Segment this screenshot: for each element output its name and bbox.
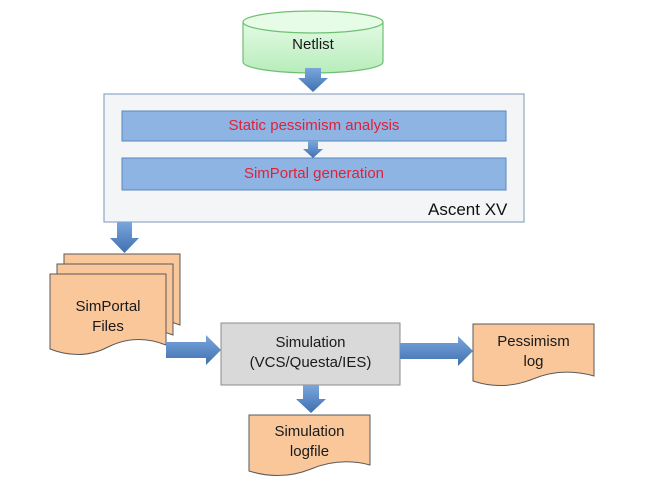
simulation-label: Simulation (VCS/Questa/IES) [221,333,400,373]
simulation-logfile-document [248,414,371,477]
static-pessimism-analysis-label: Static pessimism analysis [228,117,400,134]
pessimism-log-line1: Pessimism [497,333,570,350]
arrow-files-to-simulation [166,335,221,365]
arrow-simulation-to-pessimism-log [400,336,473,366]
simulation-logfile-label: Simulation logfile [249,422,370,462]
simulation-logfile-line1: Simulation [274,423,345,440]
simportal-files-stack [49,253,181,355]
arrow-netlist-to-ascent [298,68,328,92]
pessimism-log-document [472,323,595,386]
simportal-generation-box [121,157,507,191]
simulation-line1: Simulation [275,334,346,351]
simulation-logfile-line2: logfile [289,443,330,460]
simulation-line2: (VCS/Questa/IES) [249,354,372,371]
static-pessimism-analysis-box [121,110,507,142]
simulation-box [220,322,401,386]
netlist-database [242,10,384,74]
ascent-xv-title: Ascent XV [428,200,508,219]
simportal-files-line1: SimPortal [75,298,141,315]
simportal-files-line2: Files [92,318,124,335]
simportal-generation-label: SimPortal generation [243,165,385,182]
netlist-label: Netlist [292,36,334,53]
arrow-ascent-to-files [110,222,139,253]
pessimism-log-line2: log [523,353,544,370]
arrow-simulation-to-logfile [296,385,326,413]
arrow-analysis-to-generation [303,141,323,158]
simportal-files-label: SimPortal Files [50,297,166,337]
pessimism-log-label: Pessimism log [473,332,594,372]
